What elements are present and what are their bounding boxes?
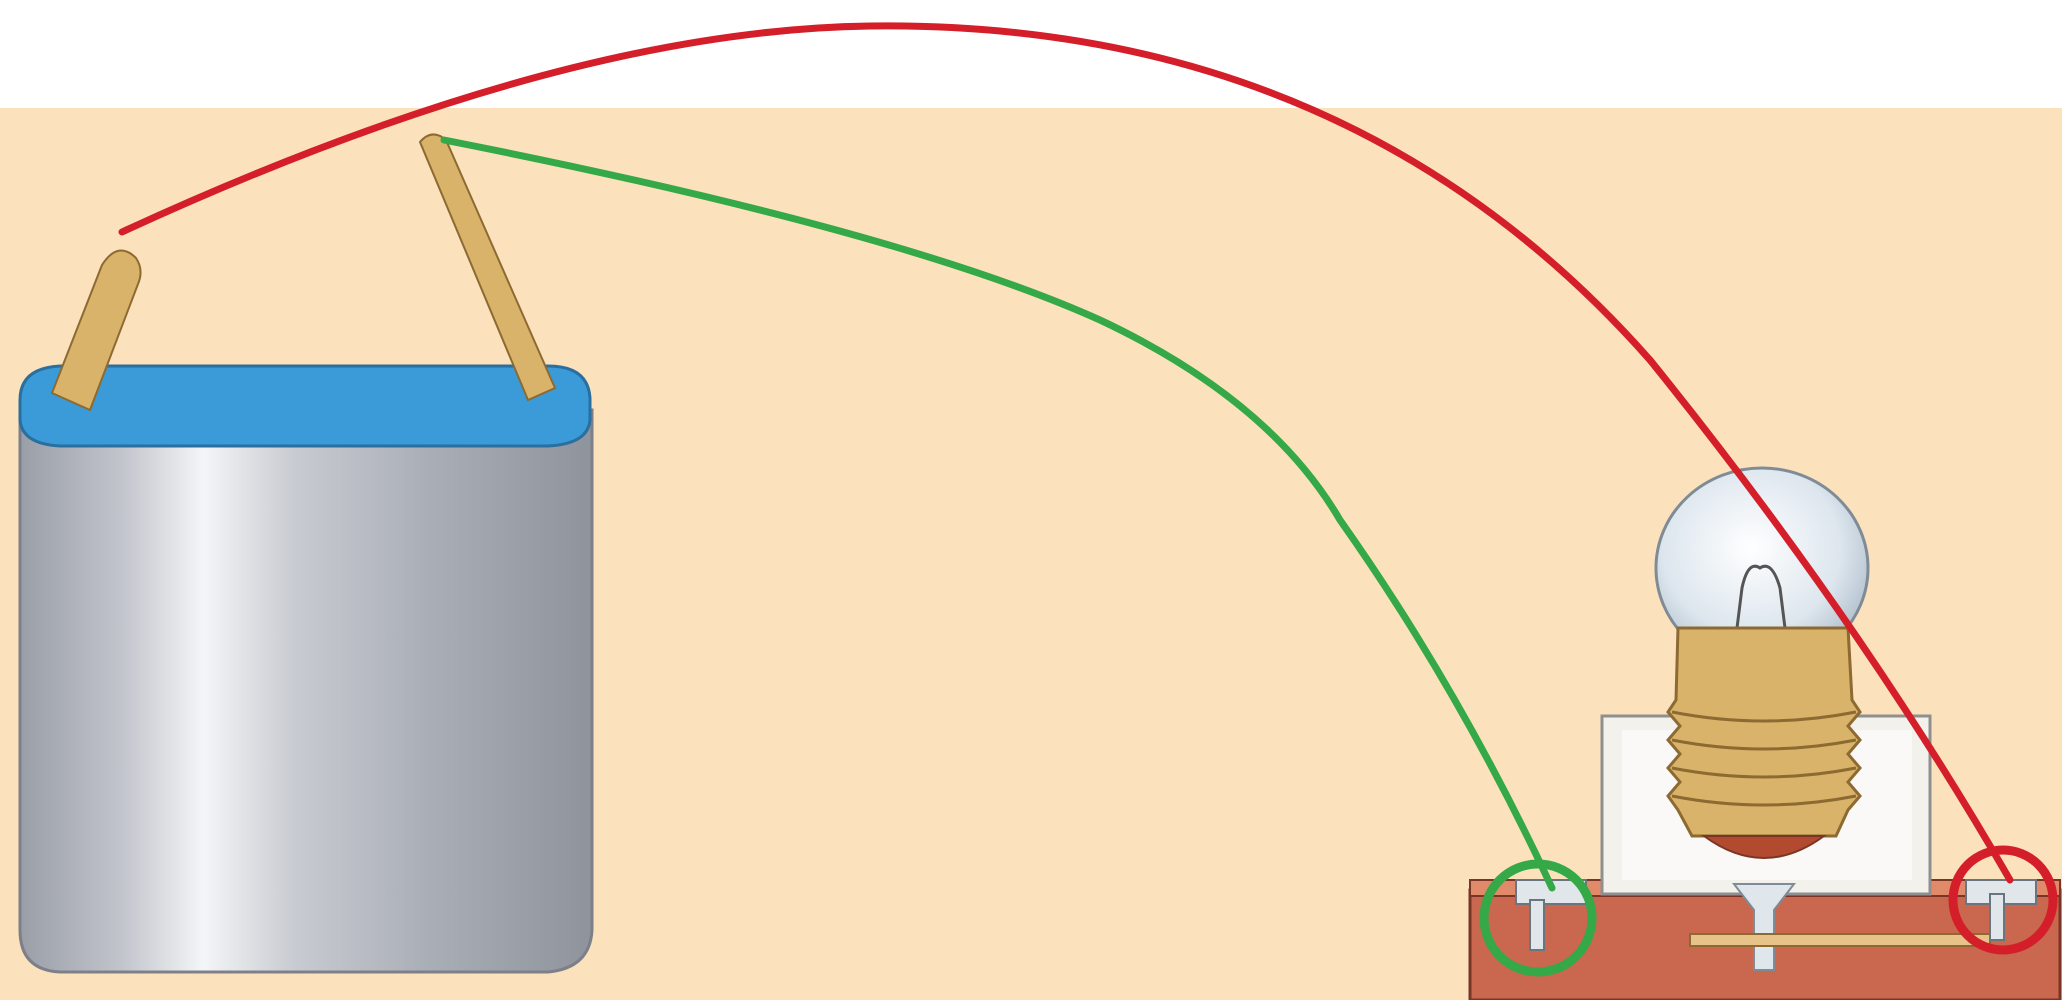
holder-center-post (1731, 883, 1797, 971)
bulb-base (1666, 626, 1862, 838)
battery-top (18, 364, 592, 448)
screw-terminal-right (1965, 879, 2037, 941)
battery (18, 133, 594, 974)
battery-terminal-right (418, 133, 557, 402)
green-circle-highlight (1479, 859, 1597, 977)
battery-terminal-left (50, 249, 142, 412)
bulb-threads (1671, 710, 1857, 807)
sky-strip (0, 0, 2062, 108)
green-wire (440, 136, 1556, 892)
red-circle-highlight (1948, 845, 2058, 955)
bulb-contact (1700, 835, 1828, 859)
battery-body (18, 408, 594, 974)
bulb-filament (1734, 564, 1788, 637)
red-wire (118, 22, 2014, 884)
light-bulb-assembly (1468, 466, 2062, 1000)
holder-strip (1689, 933, 1991, 947)
